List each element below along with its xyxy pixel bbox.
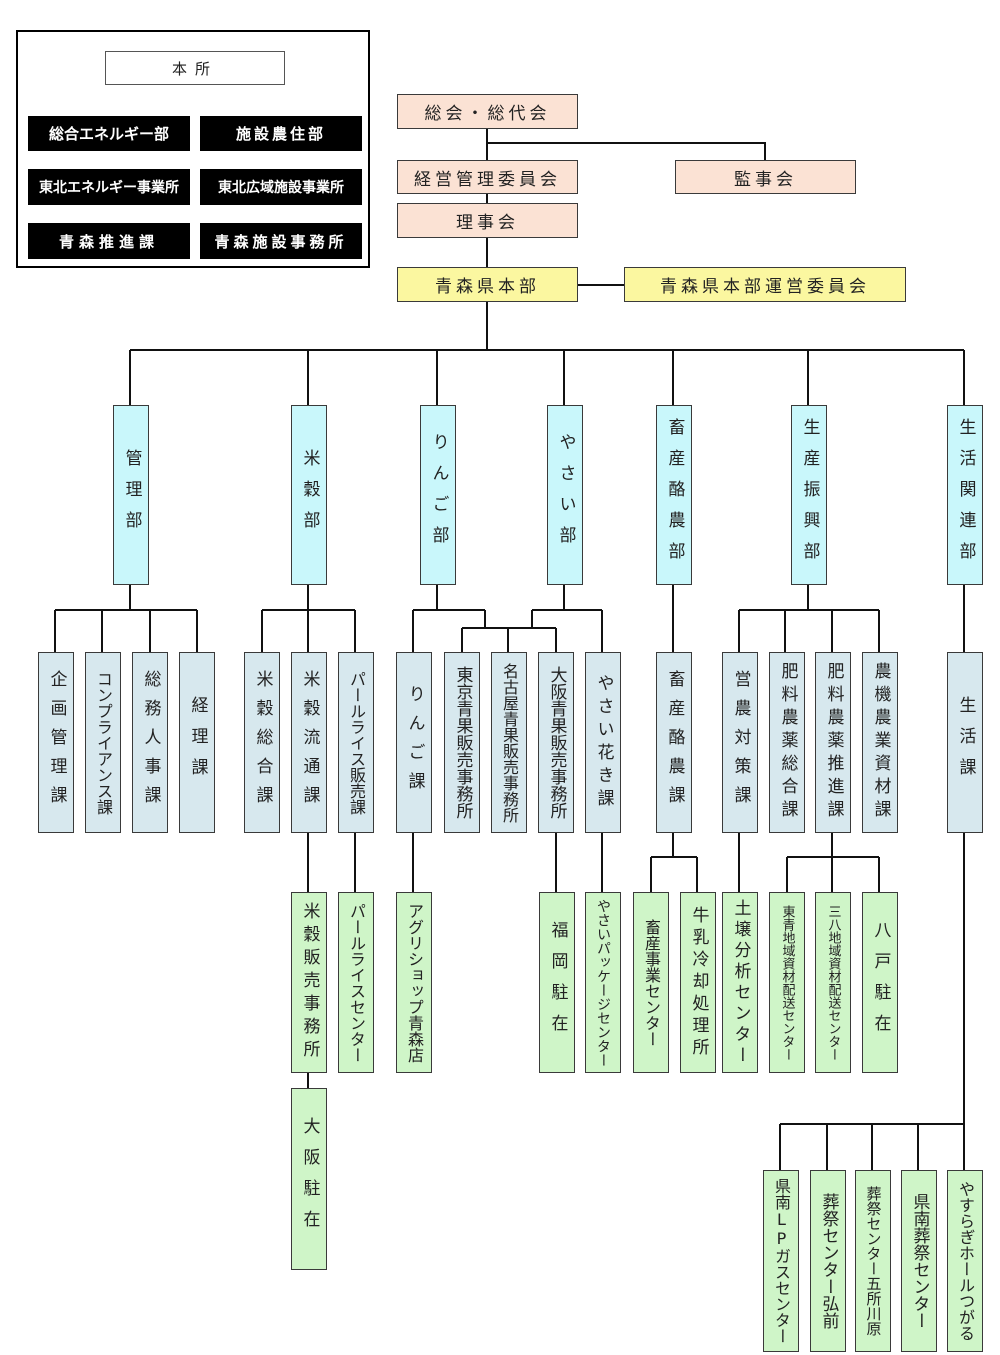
legend-unit: 青森施設事務所 (200, 223, 362, 259)
facility-box: 福岡駐在 (539, 892, 575, 1073)
department-box: 生活関連部 (947, 405, 983, 585)
legend-unit: 東北広域施設事業所 (200, 169, 362, 205)
facility-box: やさいパッケージセンター (585, 892, 621, 1073)
section-box: 農機農業資材課 (862, 652, 898, 833)
facility-box: 大阪駐在 (291, 1088, 327, 1270)
section-box: 米穀総合課 (244, 652, 280, 833)
facility-box: 土壌分析センター (722, 892, 758, 1073)
section-box: コンプライアンス課 (85, 652, 121, 833)
legend-unit: 施設農住部 (200, 116, 362, 151)
auditors-box: 監事会 (675, 160, 856, 194)
department-box: 米穀部 (291, 405, 327, 585)
legend-unit: 青森推進課 (28, 223, 190, 259)
section-box: りんご課 (396, 652, 432, 833)
legend-main-office: 本所 (105, 51, 285, 85)
facility-box: 葬祭センター五所川原 (855, 1170, 891, 1352)
facility-box: 米穀販売事務所 (291, 892, 327, 1073)
legend-unit: 総合エネルギー部 (28, 116, 190, 151)
facility-box: 葬祭センター弘前 (810, 1170, 846, 1352)
department-box: 畜産酪農部 (656, 405, 692, 585)
hq-box: 青森県本部 (397, 267, 578, 302)
legend-panel: 本所 総合エネルギー部 施設農住部 東北エネルギー事業所 東北広域施設事業所 青… (16, 30, 370, 268)
section-box: 経理課 (179, 652, 215, 833)
section-box: 東京青果販売事務所 (444, 652, 480, 833)
management-committee-box: 経営管理委員会 (397, 160, 578, 194)
section-box: 米穀流通課 (291, 652, 327, 833)
board-box: 理事会 (397, 203, 578, 238)
section-box: 総務人事課 (132, 652, 168, 833)
facility-box: 県南葬祭センター (901, 1170, 937, 1352)
facility-box: 牛乳冷却処理所 (680, 892, 716, 1073)
section-box: パールライス販売課 (338, 652, 374, 833)
facility-box: 三八地域資材配送センター (815, 892, 851, 1073)
facility-box: やすらぎホールつがる (947, 1170, 983, 1352)
section-box: 生活課 (947, 652, 983, 833)
facility-box: アグリショップ青森店 (396, 892, 432, 1073)
department-box: やさい部 (547, 405, 583, 585)
facility-box: 県南LPガスセンター (763, 1170, 799, 1352)
section-box: やさい花き課 (585, 652, 621, 833)
department-box: りんご部 (420, 405, 456, 585)
department-box: 管理部 (113, 405, 149, 585)
legend-unit: 東北エネルギー事業所 (28, 169, 190, 205)
section-box: 企画管理課 (38, 652, 74, 833)
facility-box: 東青地域資材配送センター (769, 892, 805, 1073)
facility-box: パールライスセンター (338, 892, 374, 1073)
section-box: 大阪青果販売事務所 (538, 652, 574, 833)
section-box: 畜産酪農課 (656, 652, 692, 833)
section-box: 名古屋青果販売事務所 (491, 652, 527, 833)
department-box: 生産振興部 (791, 405, 827, 585)
section-box: 肥料農薬総合課 (769, 652, 805, 833)
section-box: 肥料農薬推進課 (815, 652, 851, 833)
facility-box: 八戸駐在 (862, 892, 898, 1073)
hq-committee-box: 青森県本部運営委員会 (624, 267, 906, 302)
facility-box: 畜産事業センター (633, 892, 669, 1073)
general-assembly-box: 総会・総代会 (397, 94, 578, 129)
section-box: 営農対策課 (722, 652, 758, 833)
